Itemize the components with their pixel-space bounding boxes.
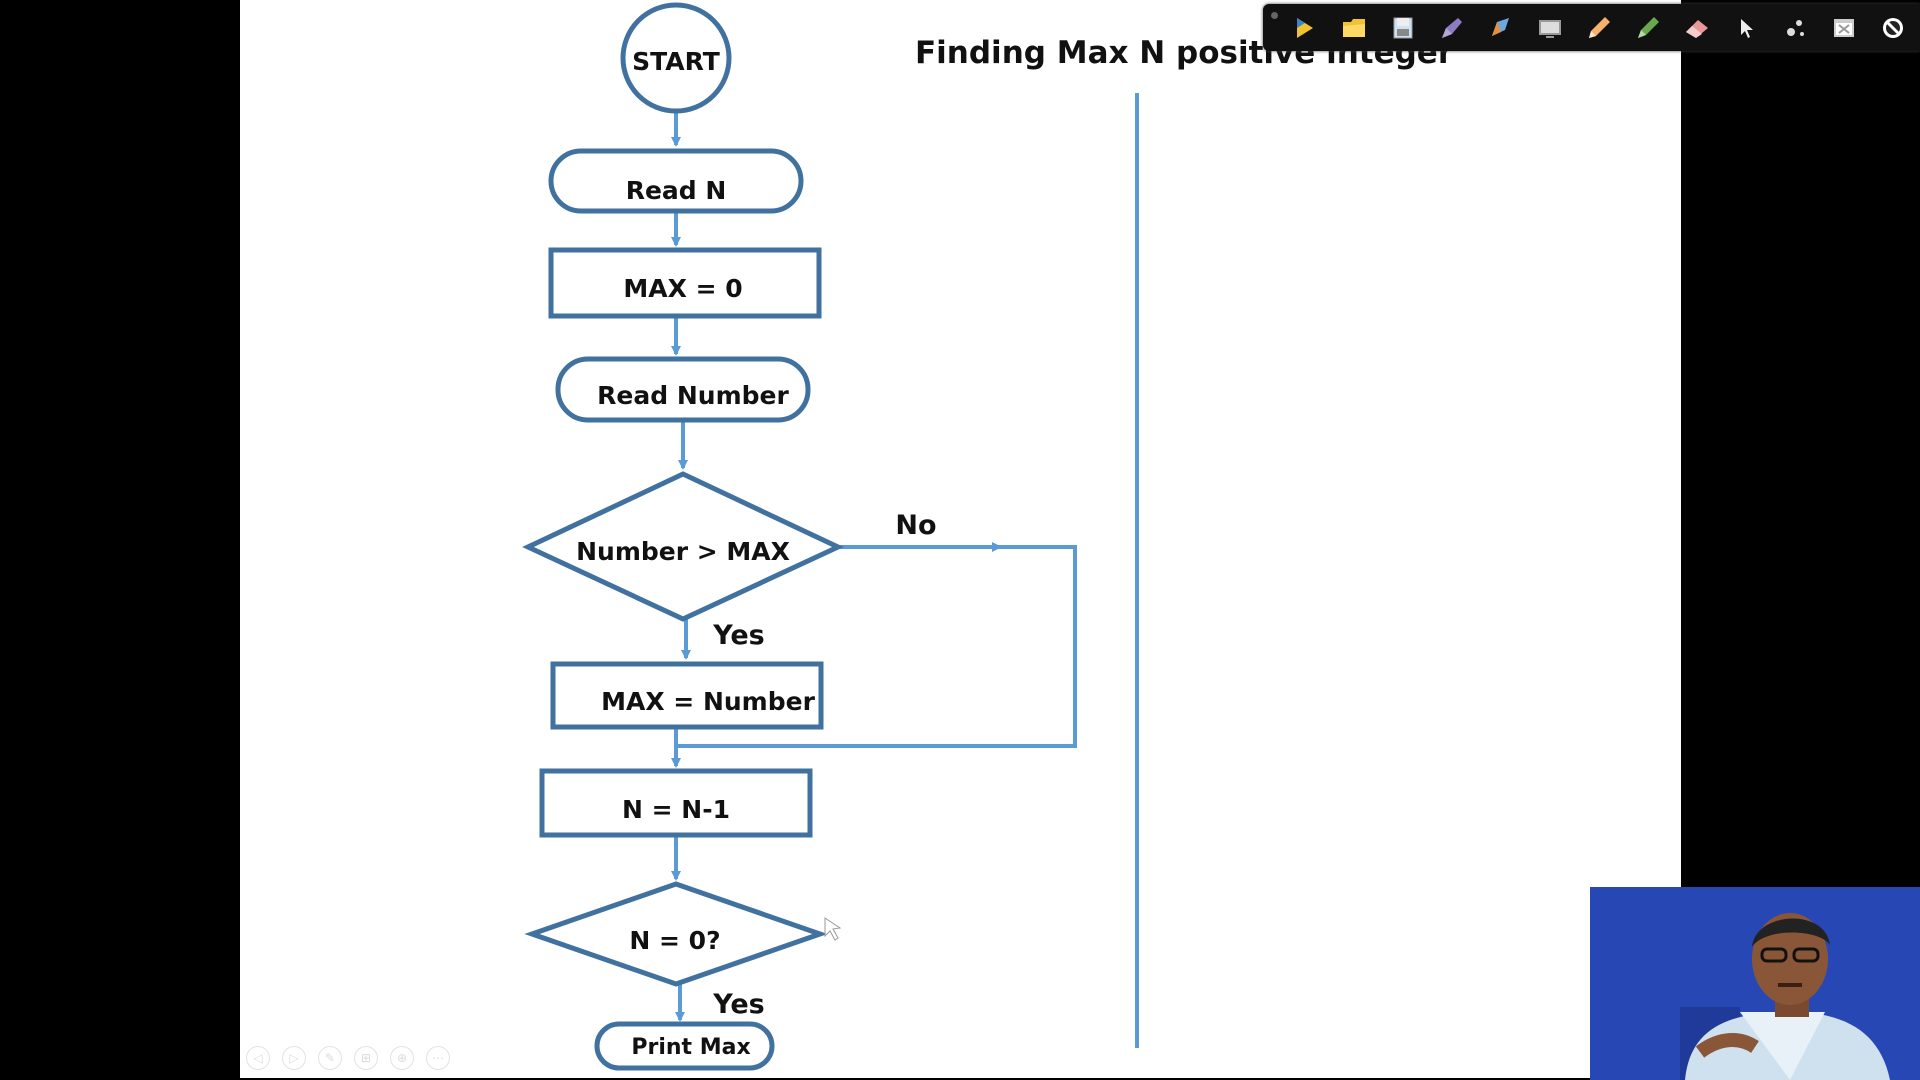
pencil-icon[interactable] xyxy=(1583,12,1615,44)
decrement-node xyxy=(539,768,813,838)
print-node xyxy=(594,1021,775,1071)
print-max-label: Print Max xyxy=(631,1035,750,1060)
annotation-toolbar xyxy=(1263,4,1920,51)
toolbar-grip[interactable] xyxy=(1271,12,1278,19)
slide: START Read N MAX = 0 Read Number Number … xyxy=(240,0,1681,1078)
stop-icon[interactable] xyxy=(1877,12,1909,44)
highlighter-icon[interactable] xyxy=(1485,12,1517,44)
folder-icon[interactable] xyxy=(1338,12,1370,44)
slide-nav-controls: ◁ ▷ ✎ ⊞ ⊕ ⋯ xyxy=(246,1046,450,1072)
no-branch-loop xyxy=(676,545,1077,748)
mouse-cursor-icon xyxy=(824,917,842,941)
arrow-icon[interactable] xyxy=(1289,12,1321,44)
assign-max-label: MAX = Number xyxy=(601,687,815,716)
zero-decision-label: N = 0? xyxy=(629,926,720,955)
start-label: START xyxy=(632,47,720,76)
read-number-label: Read Number xyxy=(597,381,789,410)
more-options-icon[interactable]: ⋯ xyxy=(426,1046,450,1070)
presenter-video xyxy=(1590,887,1920,1080)
compare-label: Number > MAX xyxy=(576,537,790,566)
no-label: No xyxy=(895,510,936,541)
prev-slide-icon[interactable]: ◁ xyxy=(246,1046,270,1070)
read-n-node xyxy=(548,148,804,214)
read-n-label: Read N xyxy=(626,176,727,205)
zero-decision-node xyxy=(524,881,828,987)
pen-icon[interactable] xyxy=(1436,12,1468,44)
init-max-label: MAX = 0 xyxy=(623,274,742,303)
laser-icon[interactable] xyxy=(1779,12,1811,44)
marker-icon[interactable] xyxy=(1632,12,1664,44)
yes-label-compare: Yes xyxy=(712,620,764,651)
eraser-icon[interactable] xyxy=(1681,12,1713,44)
init-max-node xyxy=(548,247,822,319)
read-number-node xyxy=(555,356,811,423)
flowchart: START Read N MAX = 0 Read Number Number … xyxy=(522,2,1077,1071)
compare-decision-node xyxy=(522,471,844,622)
connector-lines xyxy=(671,108,1077,1022)
presenter-webcam xyxy=(1590,887,1920,1080)
pen-menu-icon[interactable]: ✎ xyxy=(318,1046,342,1070)
screen-icon[interactable] xyxy=(1534,12,1566,44)
yes-label-zero: Yes xyxy=(712,989,764,1020)
close-window-icon[interactable] xyxy=(1828,12,1860,44)
zoom-icon[interactable]: ⊕ xyxy=(390,1046,414,1070)
slides-grid-icon[interactable]: ⊞ xyxy=(354,1046,378,1070)
save-icon[interactable] xyxy=(1387,12,1419,44)
pointer-icon[interactable] xyxy=(1730,12,1762,44)
decrement-label: N = N-1 xyxy=(622,795,730,824)
next-slide-icon[interactable]: ▷ xyxy=(282,1046,306,1070)
vertical-divider xyxy=(1135,93,1139,1048)
start-node xyxy=(620,2,732,114)
assign-max-node xyxy=(550,661,824,730)
